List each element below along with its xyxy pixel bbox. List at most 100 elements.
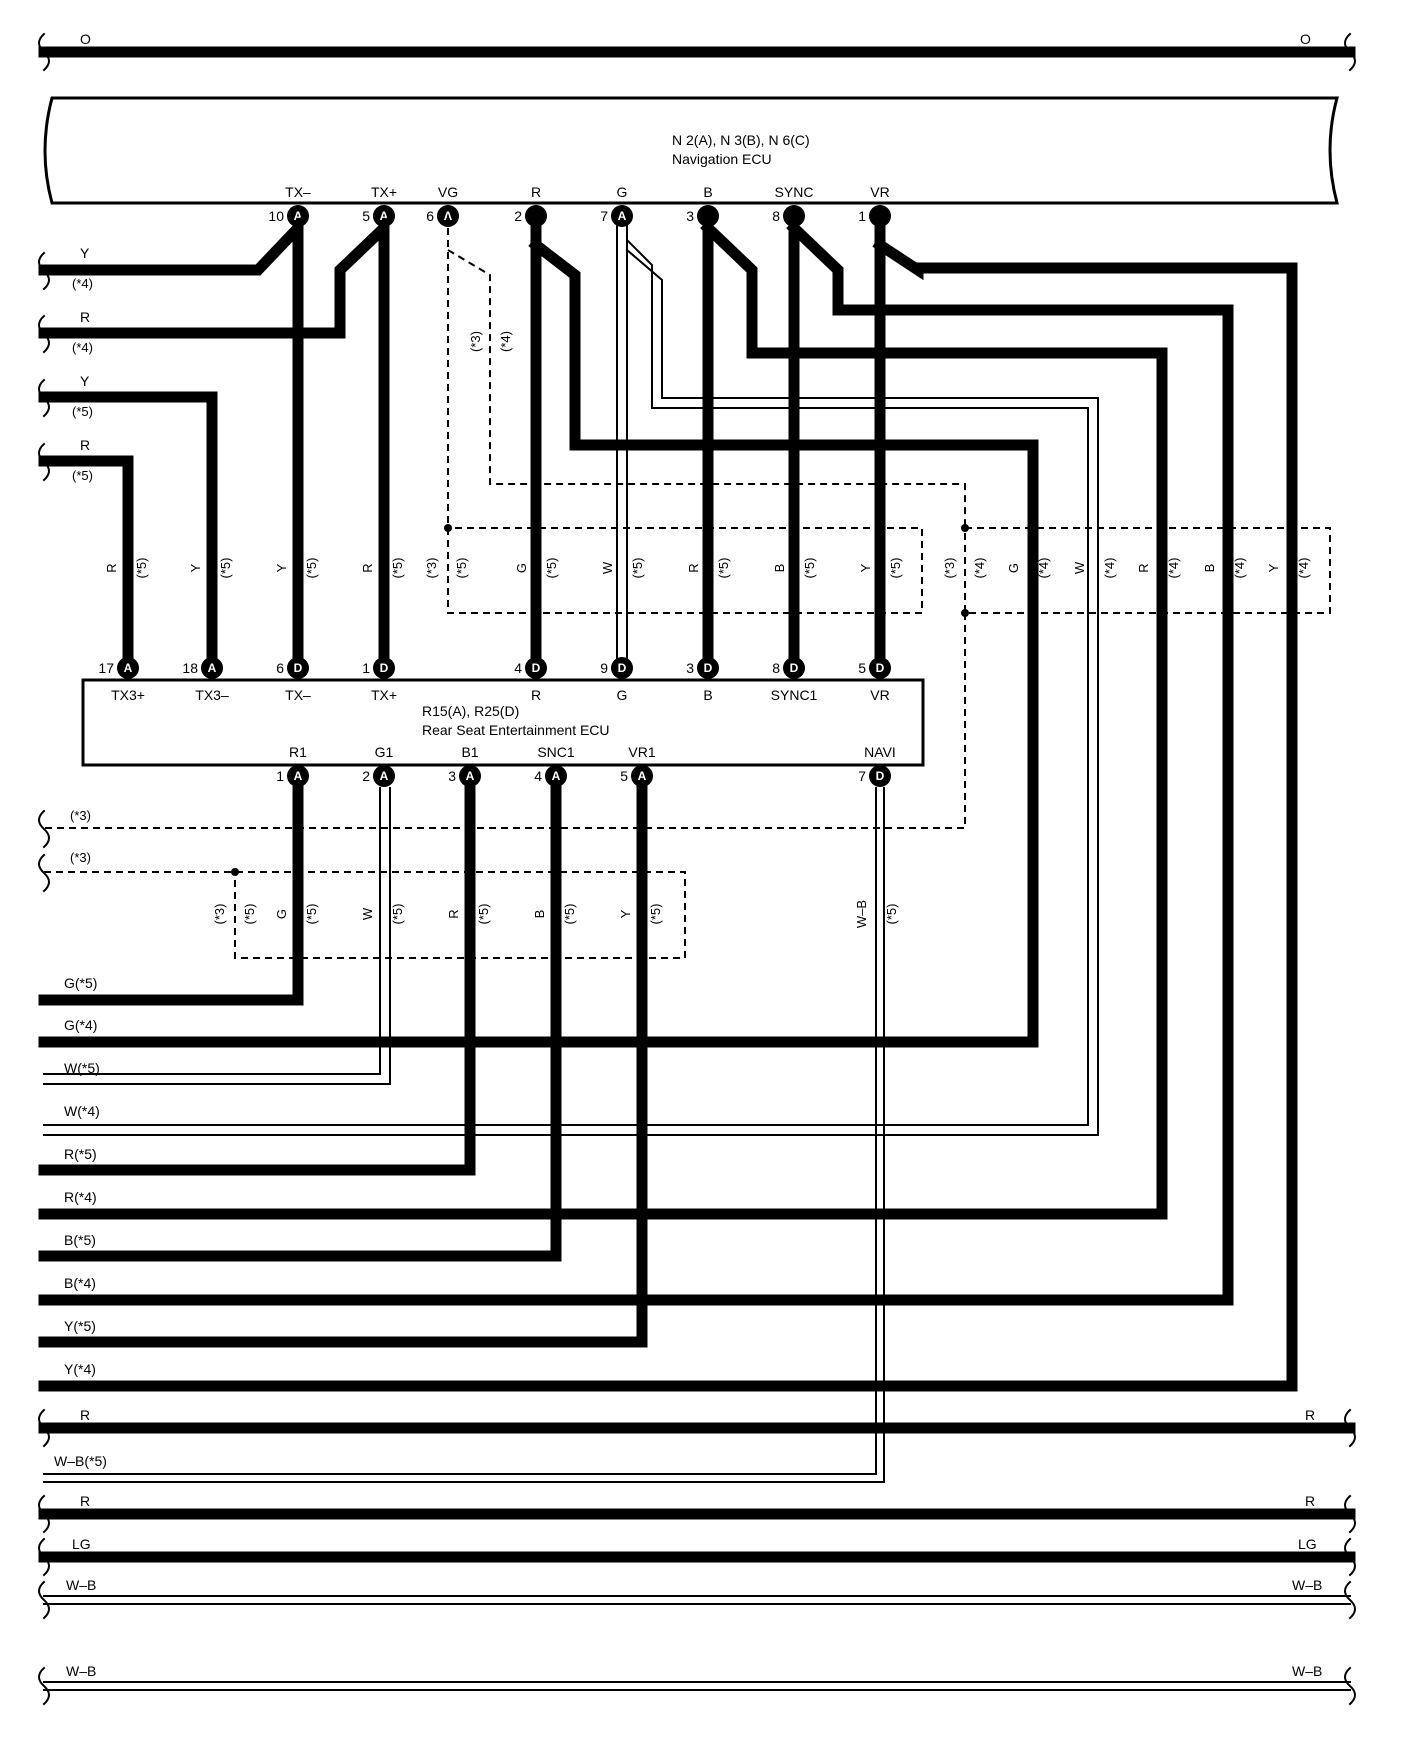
navigation-ecu: N 2(A), N 3(B), N 6(C) Navigation ECU <box>43 96 1339 205</box>
left-input-1-color: Y <box>80 245 90 261</box>
vg-shield-note-b: (*4) <box>498 331 513 352</box>
nav-pin-terminal-name-6: SYNC <box>775 184 814 200</box>
top-bus-left-label: O <box>80 31 91 47</box>
lower-wire-label-color-0: (*3) <box>212 904 227 925</box>
mid-wire-label-note-11: (*4) <box>1036 558 1051 579</box>
bus-wb2-right: W–B <box>1292 1663 1322 1679</box>
rse-top-pin-terminal-name-1: TX3– <box>195 687 229 703</box>
lower-wire-label-note-6: (*5) <box>884 904 899 925</box>
nav-pin-terminal-name-1: TX+ <box>371 184 397 200</box>
mid-wire-label-note-10: (*4) <box>972 558 987 579</box>
rse-bot-pin-terminal-1 <box>373 765 395 787</box>
rse-top-pin-6: D3B <box>686 657 719 703</box>
mid-wire-label-color-11: G <box>1006 563 1021 573</box>
rse-top-pin-pin-number-3: 1 <box>362 660 370 676</box>
top-bus: O O <box>38 31 1356 72</box>
mid-wire-label-note-1: (*5) <box>218 558 233 579</box>
rse-top-pin-conn-letter-2: D <box>294 661 303 675</box>
rse-top-pin-terminal-name-3: TX+ <box>371 687 397 703</box>
rse-bot-pin-pin-number-3: 4 <box>534 768 542 784</box>
bus-lg-right: LG <box>1298 1536 1317 1552</box>
rse-top-pin-terminal-0 <box>117 657 139 679</box>
rse-top-pin-terminal-4 <box>525 657 547 679</box>
nav-pin-terminal-name-7: VR <box>870 184 889 200</box>
rse-top-pin-pin-number-6: 3 <box>686 660 694 676</box>
rse-top-pin-terminal-8 <box>869 657 891 679</box>
output-wire-label-5: R(*4) <box>64 1189 97 1205</box>
left-input-2-note: (*4) <box>72 340 93 355</box>
mid-wire-label-note-7: (*5) <box>716 558 731 579</box>
rse-bot-pin-terminal-4 <box>631 765 653 787</box>
nav-pin-terminal-name-5: B <box>703 184 712 200</box>
lower-wire-label-note-4: (*5) <box>562 904 577 925</box>
rse-ecu: R15(A), R25(D) Rear Seat Entertainment E… <box>81 678 925 767</box>
mid-wire-label-color-0: R <box>104 563 119 572</box>
mid-wire-label-color-10: (*3) <box>942 558 957 579</box>
mid-wire-label-color-14: B <box>1202 564 1217 573</box>
lower-wire-label-note-0: (*5) <box>242 904 257 925</box>
nav-pin-conn-letter-4: A <box>618 209 627 223</box>
rse-top-pin-pin-number-8: 5 <box>858 660 866 676</box>
mid-wire-label-color-7: R <box>686 563 701 572</box>
lower-shield-lines: (*3) (*3) <box>38 808 686 959</box>
nav-pin-conn-letter-1: A <box>380 209 389 223</box>
rse-bot-pin-terminal-name-0: R1 <box>289 744 307 760</box>
bus-wb5-left: W–B(*5) <box>54 1453 107 1469</box>
nav-pin-terminal-name-4: G <box>617 184 628 200</box>
upper-shield-lines: (*3) (*4) <box>44 216 1331 829</box>
nav-pin-pin-number-0: 10 <box>268 208 284 224</box>
bus-lg-left: LG <box>72 1536 91 1552</box>
rse-bot-pin-pin-number-4: 5 <box>620 768 628 784</box>
rse-bot-pin-terminal-name-2: B1 <box>461 744 478 760</box>
mid-wire-label-color-1: Y <box>188 563 203 572</box>
mid-wire-label-color-2: Y <box>274 563 289 572</box>
mid-wire-label-note-15: (*4) <box>1296 558 1311 579</box>
nav-pin-terminal-name-2: VG <box>438 184 458 200</box>
nav-pin-pin-number-2: 6 <box>426 208 434 224</box>
rse-bot-pin-conn-letter-5: D <box>876 769 885 783</box>
mid-wire-label-note-3: (*5) <box>390 558 405 579</box>
shield-label-1: (*3) <box>70 808 91 823</box>
output-wire-label-0: G(*5) <box>64 975 97 991</box>
top-bus-right-label: O <box>1300 31 1311 47</box>
left-input-4-color: R <box>80 437 90 453</box>
rse-top-pin-conn-letter-0: A <box>124 661 133 675</box>
rse-top-pin-terminal-name-6: B <box>703 687 712 703</box>
rse-top-pin-conn-letter-8: D <box>876 661 885 675</box>
bus-r2-right: R <box>1305 1493 1315 1509</box>
lower-wire-label-color-4: B <box>532 910 547 919</box>
lower-wire-label-color-6: W–B <box>854 900 869 928</box>
lower-wire-label-color-2: W <box>360 907 375 920</box>
left-input-4-note: (*5) <box>72 468 93 483</box>
rse-top-pin-conn-letter-3: D <box>380 661 389 675</box>
mid-wire-label-note-2: (*5) <box>304 558 319 579</box>
nav-pin-pin-number-5: 3 <box>686 208 694 224</box>
bus-wb1-right: W–B <box>1292 1577 1322 1593</box>
lower-wire-label-color-3: R <box>446 909 461 918</box>
rse-top-pin-conn-letter-6: D <box>704 661 713 675</box>
nav-pin-terminal-name-0: TX– <box>285 184 311 200</box>
rse-top-pin-terminal-name-7: SYNC1 <box>771 687 818 703</box>
rse-bot-pin-terminal-name-4: VR1 <box>628 744 655 760</box>
rse-top-pin-terminal-name-4: R <box>531 687 541 703</box>
rse-ecu-name: Rear Seat Entertainment ECU <box>422 722 610 738</box>
rse-top-pin-terminal-2 <box>287 657 309 679</box>
rse-top-pin-terminal-3 <box>373 657 395 679</box>
left-input-3-color: Y <box>80 373 90 389</box>
rse-bot-pin-pin-number-0: 1 <box>276 768 284 784</box>
nav-signal-wires <box>38 210 1298 1392</box>
mid-wire-label-color-5: G <box>514 563 529 573</box>
output-wire-label-7: B(*4) <box>64 1275 96 1291</box>
rse-top-pin-terminal-6 <box>697 657 719 679</box>
rse-top-pin-conn-letter-1: A <box>208 661 217 675</box>
rse-bot-pin-conn-letter-3: A <box>552 769 561 783</box>
output-wire-labels: G(*5)G(*4)W(*5)W(*4)R(*5)R(*4)B(*5)B(*4)… <box>64 975 100 1377</box>
lower-wire-label-note-1: (*5) <box>304 904 319 925</box>
mid-wire-label-note-6: (*5) <box>630 558 645 579</box>
